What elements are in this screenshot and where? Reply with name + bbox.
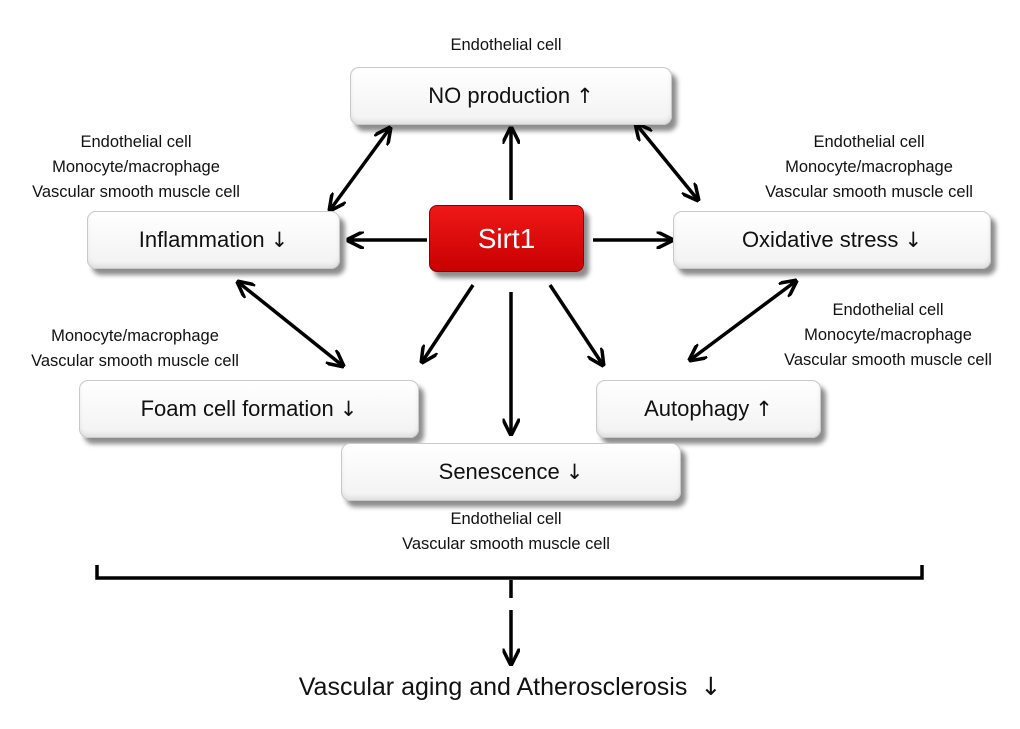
cell-type: Vascular smooth muscle cell — [402, 535, 610, 553]
senescence-cells: Endothelial cell Vascular smooth muscle … — [402, 507, 610, 557]
arrow-inflammation-foam — [238, 282, 343, 366]
autophagy-cells: Endothelial cell Monocyte/macrophage Vas… — [784, 298, 992, 373]
summary-bracket — [95, 565, 924, 580]
cell-type: Endothelial cell — [80, 133, 192, 151]
arrow-inflammation-no — [330, 128, 390, 210]
autophagy-label: Autophagy — [644, 396, 750, 421]
down-arrow-icon: ↓ — [339, 397, 358, 421]
cell-type: Endothelial cell — [832, 301, 944, 319]
down-arrow-icon: ↓ — [270, 228, 289, 252]
cell-type: Vascular smooth muscle cell — [765, 183, 973, 201]
up-arrow-icon: ↑ — [755, 397, 773, 421]
sirt1-label: Sirt1 — [477, 222, 536, 254]
inflammation-label: Inflammation — [138, 227, 265, 252]
autophagy-node: Autophagy ↑ — [596, 380, 821, 438]
cell-type: Endothelial cell — [450, 36, 562, 54]
inflammation-node: Inflammation ↓ — [87, 211, 340, 269]
no-production-node: NO production ↑ — [350, 67, 672, 125]
senescence-node: Senescence ↓ — [341, 443, 681, 501]
foam-cell-node: Foam cell formation ↓ — [79, 380, 419, 438]
cell-type: Vascular smooth muscle cell — [31, 352, 239, 370]
outcome-label: Vascular aging and Atherosclerosis — [298, 673, 688, 701]
cell-type: Endothelial cell — [813, 133, 925, 151]
arrow-no-oxidative — [636, 124, 698, 200]
sirt1-node: Sirt1 — [429, 205, 584, 272]
arrow-oxidative-autophagy — [690, 281, 796, 360]
cell-type: Vascular smooth muscle cell — [32, 183, 240, 201]
foam-cell-label: Foam cell formation — [140, 396, 334, 421]
oxidative-stress-node: Oxidative stress ↓ — [673, 211, 991, 269]
cell-type: Endothelial cell — [450, 510, 562, 528]
cell-type: Vascular smooth muscle cell — [784, 351, 992, 369]
foam-cell-cells: Monocyte/macrophage Vascular smooth musc… — [31, 324, 239, 374]
down-arrow-icon: ↓ — [700, 672, 722, 701]
arrow-sirt1-foam — [422, 284, 475, 362]
oxidative-stress-cells: Endothelial cell Monocyte/macrophage Vas… — [765, 130, 973, 205]
arrow-sirt1-autophagy — [548, 284, 603, 365]
cell-type: Monocyte/macrophage — [804, 326, 972, 344]
cell-type: Monocyte/macrophage — [52, 158, 220, 176]
cell-type: Monocyte/macrophage — [785, 158, 953, 176]
oxidative-stress-label: Oxidative stress — [741, 227, 899, 252]
down-arrow-icon: ↓ — [904, 228, 923, 252]
up-arrow-icon: ↑ — [576, 84, 594, 108]
cell-type: Monocyte/macrophage — [51, 327, 219, 345]
inflammation-cells: Endothelial cell Monocyte/macrophage Vas… — [32, 130, 240, 205]
senescence-label: Senescence — [438, 459, 560, 484]
outcome-text: Vascular aging and Atherosclerosis ↓ — [0, 672, 1020, 702]
no-production-label: NO production — [428, 83, 571, 108]
no-production-cells: Endothelial cell — [451, 33, 562, 58]
down-arrow-icon: ↓ — [565, 460, 584, 484]
